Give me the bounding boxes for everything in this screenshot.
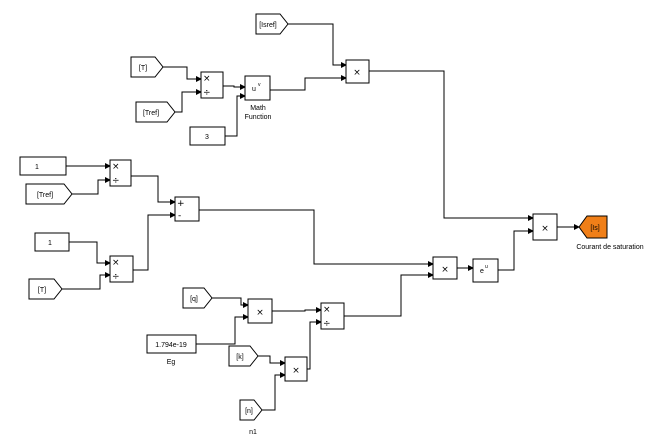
divide-block-t-over-tref[interactable]: × ÷ [200, 71, 224, 99]
product-block-mid[interactable]: × [432, 256, 458, 280]
math-function-block[interactable]: u v [244, 75, 271, 101]
wire-tref-top[interactable] [175, 89, 202, 113]
constant-one-a-value: 1 [35, 164, 39, 171]
multiply-sign: × [203, 74, 211, 84]
constant-one-b[interactable]: 1 [34, 232, 70, 252]
math-function-caption-line2: Function [245, 114, 272, 121]
multiply-sign: × [112, 162, 120, 172]
wire-t-bottom[interactable] [62, 272, 111, 290]
product-block-top[interactable]: × [345, 59, 370, 84]
from-block-tref-top[interactable]: [Tref] [135, 101, 176, 123]
divide-block-one-over-tref[interactable]: × ÷ [109, 159, 132, 187]
multiply-sign: × [441, 265, 449, 275]
constant-eg-value: 1.794e-19 [155, 342, 187, 349]
sum-block[interactable]: + - [174, 196, 200, 222]
wire-div-mid-to-sum[interactable] [131, 175, 176, 205]
from-block-k[interactable]: [k] [228, 345, 259, 367]
wire-one-b[interactable] [69, 241, 111, 266]
exp-base: e [480, 268, 484, 275]
goto-block-is[interactable]: [Is] [578, 215, 608, 239]
wire-q[interactable] [212, 297, 249, 308]
multiply-sign: × [256, 308, 264, 318]
constant-three[interactable]: 3 [189, 126, 226, 146]
goto-block-is-label: [Is] [590, 225, 599, 232]
divide-block-one-over-t[interactable]: × ÷ [109, 255, 134, 283]
multiply-sign: × [353, 68, 361, 78]
divide-sign: ÷ [323, 319, 331, 329]
product-block-k-n[interactable]: × [284, 356, 308, 382]
wire-div-to-math[interactable] [223, 84, 246, 90]
multiply-sign: × [292, 366, 300, 376]
from-block-tref-top-label: [Tref] [143, 110, 159, 117]
signal-lines [62, 23, 580, 411]
exp-block[interactable]: e u [472, 258, 499, 283]
wire-n[interactable] [262, 372, 286, 411]
from-block-t-top[interactable]: [T] [130, 56, 164, 78]
wire-sum-to-product[interactable] [199, 209, 434, 267]
divide-block-lower[interactable]: × ÷ [320, 302, 345, 330]
wire-top-product-to-final[interactable] [369, 70, 534, 221]
multiply-sign: × [323, 305, 331, 315]
wire-three-to-math[interactable] [225, 93, 246, 137]
constant-eg[interactable]: 1.794e-19 [146, 334, 197, 354]
wire-div-bottom-to-sum[interactable] [133, 212, 176, 271]
multiply-sign: × [541, 224, 549, 234]
from-block-t-bottom[interactable]: [T] [28, 278, 63, 300]
plus-sign: + [177, 199, 185, 209]
constant-one-b-value: 1 [48, 240, 52, 247]
pow-base: u [252, 86, 256, 93]
wire-qeg-to-div[interactable] [272, 307, 322, 313]
from-block-n[interactable]: [n] [239, 399, 263, 421]
constant-three-value: 3 [205, 134, 209, 141]
wire-tref-mid[interactable] [72, 177, 111, 195]
from-block-t-top-label: [T] [139, 65, 147, 72]
wire-eg[interactable] [196, 314, 249, 345]
wire-div-lower-to-product[interactable] [344, 272, 434, 317]
divide-sign: ÷ [112, 272, 120, 282]
divide-sign: ÷ [112, 176, 120, 186]
wire-k[interactable] [258, 355, 286, 366]
wire-t-top[interactable] [163, 66, 202, 82]
from-block-n-label: [n] [245, 408, 253, 415]
from-block-tref-mid[interactable]: [Tref] [25, 183, 73, 205]
from-block-isref-label: [Isref] [259, 22, 277, 29]
minus-sign: - [178, 211, 181, 221]
divide-sign: ÷ [203, 88, 211, 98]
from-block-t-bottom-label: [T] [38, 287, 46, 294]
multiply-sign: × [112, 258, 120, 268]
from-block-isref[interactable]: [Isref] [255, 13, 289, 35]
pow-exponent: v [258, 82, 261, 88]
from-block-n-caption: n1 [249, 429, 257, 436]
wire-math-to-product[interactable] [270, 75, 347, 91]
from-block-q-label: [q] [190, 296, 198, 303]
constant-eg-caption: Eg [167, 359, 176, 366]
wire-exp-to-final[interactable] [498, 228, 534, 271]
product-block-final[interactable]: × [532, 213, 558, 241]
product-block-q-eg[interactable]: × [247, 298, 273, 324]
from-block-q[interactable]: [q] [182, 287, 213, 309]
from-block-k-label: [k] [236, 354, 243, 361]
math-function-caption-line1: Math [250, 105, 266, 112]
exp-exponent: u [485, 264, 488, 270]
wire-isref[interactable] [288, 23, 347, 68]
constant-one-a[interactable]: 1 [19, 156, 67, 176]
wire-kn-to-div[interactable] [307, 319, 322, 370]
goto-block-caption: Courant de saturation [576, 244, 643, 251]
from-block-tref-mid-label: [Tref] [37, 192, 53, 199]
